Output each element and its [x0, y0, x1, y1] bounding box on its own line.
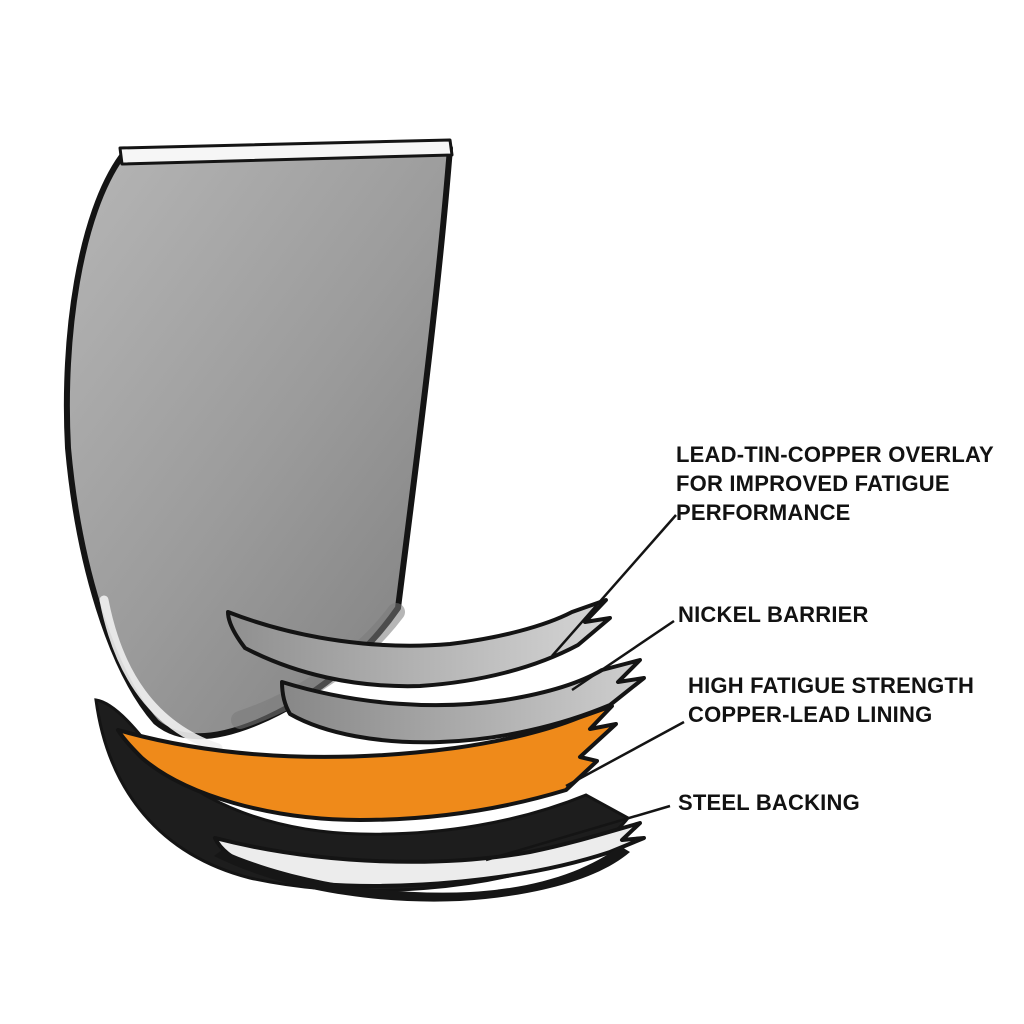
label-overlay-line1: LEAD-TIN-COPPER OVERLAY: [676, 442, 994, 467]
label-nickel-barrier: NICKEL BARRIER: [678, 600, 869, 629]
leader-line-steel: [485, 804, 671, 862]
bearing-shell-body: [63, 145, 453, 740]
label-overlay-line3: PERFORMANCE: [676, 500, 851, 525]
copper-lead-lining-layer-shape: [116, 704, 618, 822]
label-overlay: LEAD-TIN-COPPER OVERLAY FOR IMPROVED FAT…: [676, 440, 994, 527]
shell-inner-highlight: [99, 595, 223, 753]
label-copper-lead-lining: HIGH FATIGUE STRENGTH COPPER-LEAD LINING: [688, 671, 974, 729]
overlay-layer-shape: [226, 598, 612, 689]
bottom-edge-shadow: [214, 846, 630, 902]
label-steel-backing: STEEL BACKING: [678, 788, 860, 817]
leader-line-lining: [565, 720, 685, 788]
label-lining-line1: HIGH FATIGUE STRENGTH: [688, 673, 975, 698]
label-overlay-line2: FOR IMPROVED FATIGUE: [676, 471, 950, 496]
leader-line-nickel: [571, 619, 675, 692]
label-nickel-line1: NICKEL BARRIER: [678, 602, 869, 627]
label-lining-line2: COPPER-LEAD LINING: [688, 702, 933, 727]
shell-top-rim: [118, 138, 454, 166]
leader-line-overlay: [551, 514, 677, 657]
label-steel-line1: STEEL BACKING: [678, 790, 860, 815]
